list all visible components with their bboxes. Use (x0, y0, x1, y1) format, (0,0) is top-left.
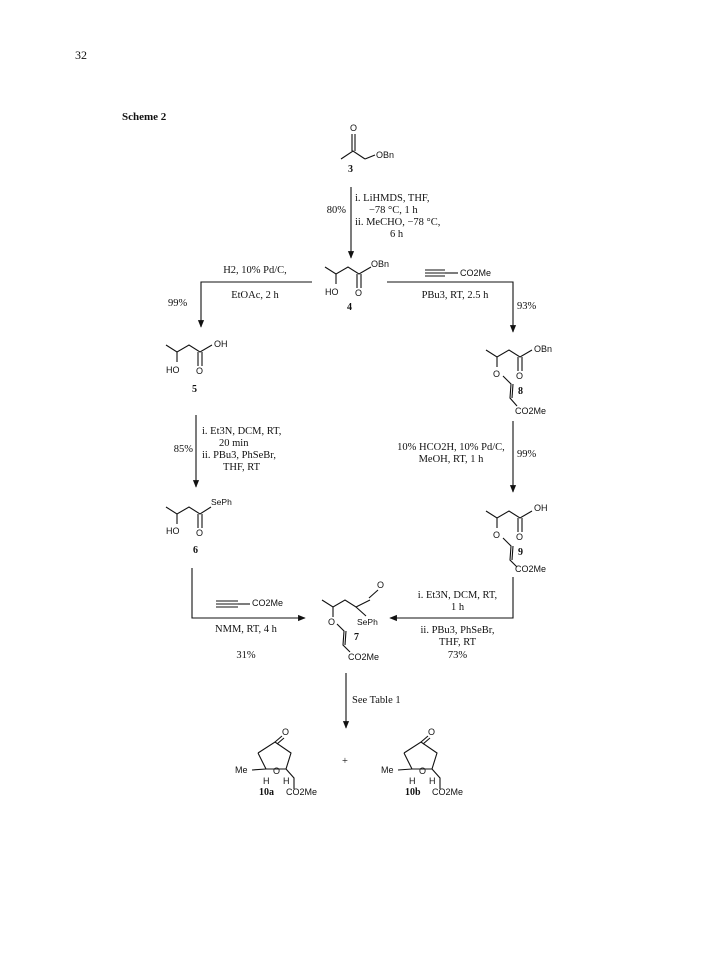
c4-obn: OBn (371, 259, 390, 269)
alkyne-1-co2me: CO2Me (460, 268, 492, 278)
c8-co2me: CO2Me (515, 406, 547, 416)
arrow-6-to-7 (191, 568, 306, 622)
c6-carbonyl-o: O (196, 528, 204, 538)
c8-ether-o: O (493, 369, 501, 379)
plus-sign: + (342, 756, 348, 767)
cond-6-7-below: NMM, RT, 4 h (215, 624, 277, 635)
cond-9-7-line3: ii. PBu3, PhSeBr, (420, 625, 495, 636)
cond-9-7-line1: i. Et3N, DCM, RT, (417, 590, 498, 601)
compound-10b-label: 10b (405, 787, 421, 798)
structure-4 (324, 266, 372, 288)
cond-3-4-line4: 6 h (390, 229, 404, 240)
c10a-co2me: CO2Me (286, 787, 318, 797)
structure-3 (340, 134, 376, 160)
c7-seph: SePh (357, 617, 378, 627)
c10a-h2: H (283, 776, 290, 786)
cond-4-5-above: H2, 10% Pd/C, (223, 265, 287, 276)
c8-carbonyl-o: O (516, 371, 524, 381)
c9-carbonyl-o: O (516, 532, 524, 542)
cond-3-4-line2: −78 °C, 1 h (369, 205, 418, 216)
c10b-co2me: CO2Me (432, 787, 464, 797)
arrow-4-to-8 (387, 281, 517, 333)
yield-4-8: 93% (517, 301, 537, 312)
yield-5-6: 85% (173, 444, 193, 455)
c7-co2me: CO2Me (348, 652, 380, 662)
structure-7 (321, 589, 379, 653)
cond-9-7-line2: 1 h (450, 602, 465, 613)
cond-4-5-below: EtOAc, 2 h (231, 290, 279, 301)
cond-5-6-line1: i. Et3N, DCM, RT, (202, 426, 282, 437)
structure-5 (165, 344, 213, 366)
yield-3-4: 80% (326, 205, 346, 216)
cond-3-4-line3: ii. MeCHO, −78 °C, (355, 217, 441, 228)
compound-9-label: 9 (518, 547, 523, 558)
compound-4-label: 4 (347, 302, 352, 313)
cond-3-4-line1: i. LiHMDS, THF, (355, 193, 430, 204)
c10b-h2: H (429, 776, 436, 786)
yield-8-9: 99% (517, 449, 537, 460)
c7-carbonyl-o: O (377, 580, 385, 590)
c10a-me: Me (235, 765, 248, 775)
cond-7-10: See Table 1 (352, 695, 401, 706)
c10a-h1: H (263, 776, 270, 786)
c4-ho: HO (325, 287, 339, 297)
compound-5-label: 5 (192, 384, 197, 395)
structure-8 (485, 349, 533, 407)
c6-ho: HO (166, 526, 180, 536)
c10b-carbonyl-o: O (428, 727, 436, 737)
cond-8-9-line2: MeOH, RT, 1 h (418, 454, 484, 465)
cond-5-6-line2: 20 min (219, 438, 249, 449)
structure-10b (397, 735, 441, 789)
c3-carbonyl-o: O (350, 123, 358, 133)
structure-9 (485, 510, 533, 568)
c10b-ring-o: O (419, 766, 427, 776)
cond-5-6-line3: ii. PBu3, PhSeBr, (202, 450, 276, 461)
c9-ether-o: O (493, 530, 501, 540)
c9-co2me: CO2Me (515, 564, 547, 574)
c5-ho: HO (166, 365, 180, 375)
page-number: 32 (75, 48, 87, 62)
c8-obn: OBn (534, 344, 553, 354)
structure-6 (165, 506, 212, 528)
compound-3-label: 3 (348, 164, 353, 175)
c4-carbonyl-o: O (355, 288, 363, 298)
structure-10a (251, 735, 295, 789)
cond-9-7-line4: THF, RT (438, 637, 477, 648)
compound-7-label: 7 (354, 632, 359, 643)
arrow-9-to-7 (389, 577, 514, 622)
compound-10a-label: 10a (259, 787, 274, 798)
yield-6-7: 31% (236, 650, 256, 661)
c7-ether-o: O (328, 617, 336, 627)
compound-6-label: 6 (193, 545, 198, 556)
c9-oh: OH (534, 503, 548, 513)
compound-8-label: 8 (518, 386, 523, 397)
alkyne-reagent-2 (216, 600, 250, 608)
c10a-ring-o: O (273, 766, 281, 776)
cond-8-9-line1: 10% HCO2H, 10% Pd/C, (397, 442, 505, 453)
c3-obn: OBn (376, 150, 395, 160)
c10b-h1: H (409, 776, 416, 786)
c10a-carbonyl-o: O (282, 727, 290, 737)
c5-carbonyl-o: O (196, 366, 204, 376)
c6-seph: SePh (211, 497, 232, 507)
cond-4-8-below: PBu3, RT, 2.5 h (421, 290, 489, 301)
c10b-me: Me (381, 765, 394, 775)
alkyne-2-co2me: CO2Me (252, 598, 284, 608)
c5-oh: OH (214, 339, 228, 349)
arrow-4-to-5 (197, 281, 312, 328)
yield-4-5: 99% (168, 298, 188, 309)
alkyne-reagent-1 (425, 269, 458, 277)
yield-9-7: 73% (447, 650, 468, 661)
scheme-title: Scheme 2 (122, 111, 167, 123)
cond-5-6-line4: THF, RT (223, 462, 261, 473)
